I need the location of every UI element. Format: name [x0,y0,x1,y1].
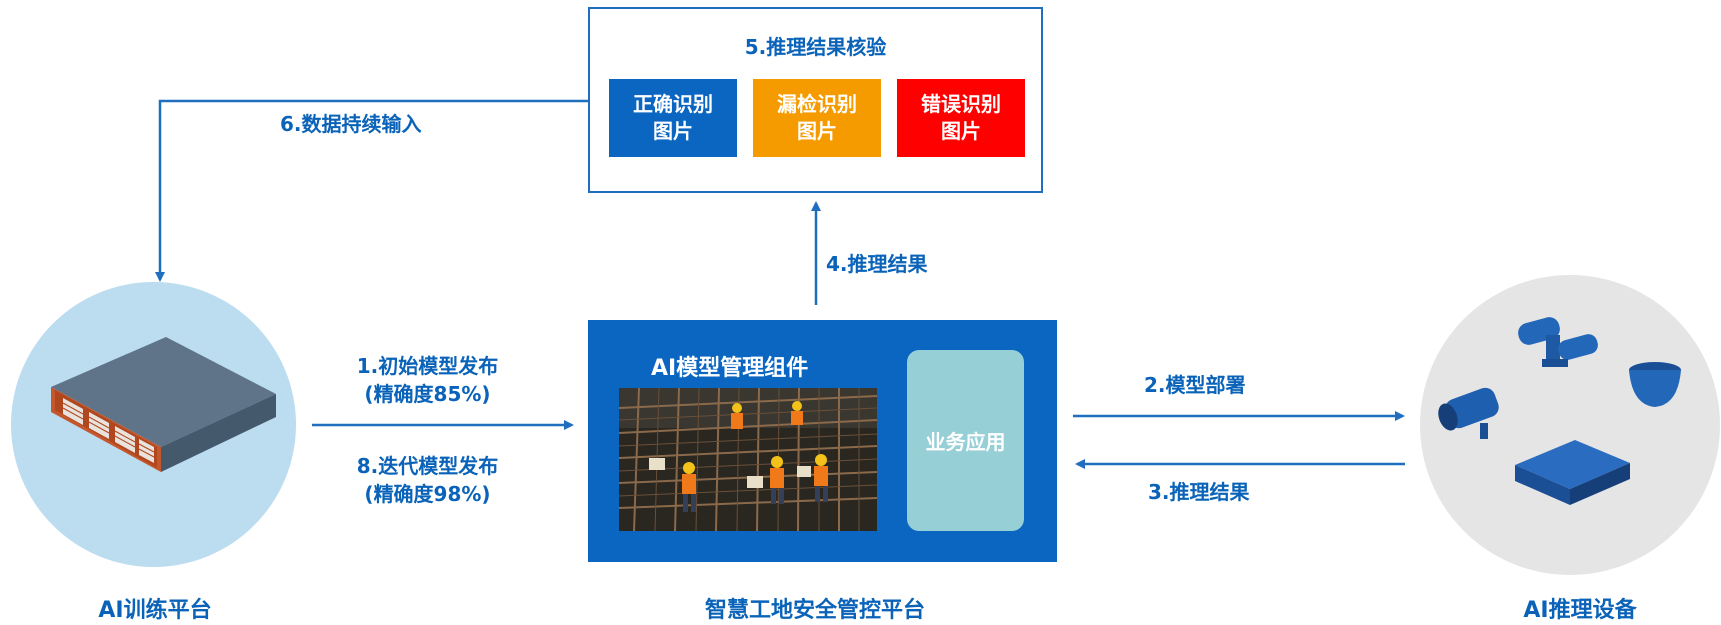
step1-accuracy: (精确度85%) [364,382,491,406]
inference-device-label: AI推理设备 [1523,598,1637,623]
arrow-data-input [155,99,588,282]
step8-accuracy: (精确度98%) [364,482,491,506]
model-management-panel: AI模型管理组件 [588,320,1057,562]
training-platform-label: AI训练平台 [98,598,212,623]
verification-box: 5.推理结果核验 正确识别图片 漏检识别图片 错误识别图片 [588,7,1043,193]
construction-scene-icon [619,388,877,531]
camera-devices-icon [1438,317,1681,505]
inference-device-circle [1420,275,1720,575]
verification-title: 5.推理结果核验 [744,35,887,59]
tile-wrong: 错误识别图片 [897,79,1025,157]
server-icon [51,337,276,472]
platform-label: 智慧工地安全管控平台 [704,598,925,623]
step8-label: 8.迭代模型发布 [356,454,499,478]
construction-photo [619,388,877,531]
step1-label: 1.初始模型发布 [356,354,499,378]
training-platform-circle [11,282,296,567]
step6-label: 6.数据持续输入 [280,112,422,136]
tile-missed: 漏检识别图片 [753,79,881,157]
tile-correct: 正确识别图片 [609,79,737,157]
step3-label: 3.推理结果 [1148,480,1250,504]
step4-label: 4.推理结果 [826,252,928,276]
step2-label: 2.模型部署 [1144,373,1246,397]
management-title: AI模型管理组件 [651,356,809,381]
business-app-box: 业务应用 [907,350,1024,531]
